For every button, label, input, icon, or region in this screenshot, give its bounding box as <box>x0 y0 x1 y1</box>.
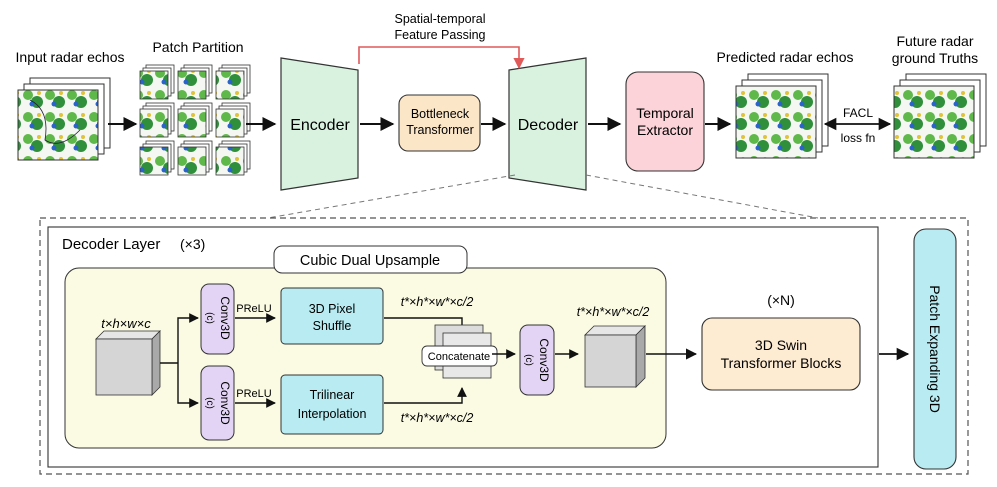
conv3d-upper-sub: (c) <box>204 312 215 324</box>
bottleneck-label-2: Transformer <box>406 123 474 137</box>
branch-upper-arrow <box>177 313 199 363</box>
temporal-extractor-block <box>625 71 705 172</box>
pixel-shuffle-label-2: Shuffle <box>313 319 352 333</box>
input-feature-cube <box>95 330 161 396</box>
patch-expanding-label: Patch Expanding 3D <box>927 285 943 413</box>
trilinear-block <box>280 374 384 435</box>
swin-repeat-label: (×N) <box>767 292 795 308</box>
decoder-layer-repeat: (×3) <box>180 236 205 252</box>
arrow-trilinear-to-concat <box>384 387 467 404</box>
conv3d-lower-label: Conv3D <box>218 381 232 425</box>
patch-tile <box>139 140 175 176</box>
patch-tile <box>215 64 251 100</box>
concatenate-stack <box>421 324 498 379</box>
patch-tile <box>177 64 213 100</box>
facl-label: FACL <box>843 106 873 120</box>
conv3d-output-sub: (c) <box>523 354 534 366</box>
prelu-lower-label: PReLU <box>236 388 272 400</box>
patch-partition-grid <box>139 64 251 176</box>
temporal-label-1: Temporal <box>636 105 694 121</box>
conv3d-lower-sub: (c) <box>204 397 215 409</box>
future-label-1: Future radar <box>896 33 973 49</box>
swin-label-1: 3D Swin <box>755 337 807 353</box>
future-label-2: ground Truths <box>892 50 978 66</box>
zoom-guide-right <box>585 174 819 219</box>
concatenate-label: Concatenate <box>428 351 490 363</box>
prelu-upper-label: PReLU <box>236 303 272 315</box>
input-radar-stack <box>17 77 111 161</box>
input-radar-label: Input radar echos <box>16 49 125 65</box>
skip-label-1: Spatial-temporal <box>394 12 485 26</box>
conv3d-upper-block <box>200 283 235 355</box>
conv3d-output-block <box>519 324 555 396</box>
output-feature-cube <box>584 325 646 388</box>
patch-tile <box>139 64 175 100</box>
upsampled-dims-lower: t*×h*×w*×c/2 <box>401 411 474 425</box>
predicted-radar-stack <box>735 73 829 159</box>
patch-partition-label: Patch Partition <box>152 39 243 55</box>
decoder-layer-title: Decoder Layer <box>62 236 160 253</box>
loss-label: loss fn <box>841 131 876 145</box>
encoder-block <box>280 57 359 191</box>
patch-tile <box>215 140 251 176</box>
swin-transformer-block <box>701 317 861 391</box>
input-dims-label: t×h×w×c <box>101 316 151 331</box>
skip-label-2: Feature Passing <box>394 28 485 42</box>
output-dims-label: t*×h*×w*×c/2 <box>577 305 650 319</box>
upsampled-dims-upper: t*×h*×w*×c/2 <box>401 295 474 309</box>
decoder-label: Decoder <box>518 117 579 134</box>
branch-lower-arrow <box>177 363 199 408</box>
bottleneck-transformer-block <box>398 94 481 152</box>
conv3d-upper-label: Conv3D <box>218 296 232 340</box>
decoder-block <box>508 57 587 191</box>
patch-tile <box>139 102 175 138</box>
conv3d-lower-block <box>200 365 235 441</box>
encoder-label: Encoder <box>290 117 350 134</box>
patch-tile <box>215 102 251 138</box>
patch-tile <box>177 140 213 176</box>
future-radar-stack <box>893 73 987 159</box>
bottleneck-label-1: Bottleneck <box>411 107 470 121</box>
patch-tile <box>177 102 213 138</box>
cubic-dual-upsample-title-box <box>273 245 468 274</box>
swin-label-2: Transformer Blocks <box>721 355 842 371</box>
skip-connection-arrow <box>358 46 525 70</box>
pixel-shuffle-block <box>280 287 384 345</box>
trilinear-label-2: Interpolation <box>298 407 367 421</box>
trilinear-label-1: Trilinear <box>310 388 355 402</box>
predicted-radar-label: Predicted radar echos <box>717 49 854 65</box>
cubic-title: Cubic Dual Upsample <box>300 253 440 269</box>
patch-expanding-block <box>913 228 957 470</box>
temporal-label-2: Extractor <box>637 122 693 138</box>
conv3d-output-label: Conv3D <box>537 338 551 382</box>
zoom-guide-left <box>267 174 516 219</box>
pixel-shuffle-label-1: 3D Pixel <box>309 302 356 316</box>
decoder-detail-frame <box>39 217 969 475</box>
